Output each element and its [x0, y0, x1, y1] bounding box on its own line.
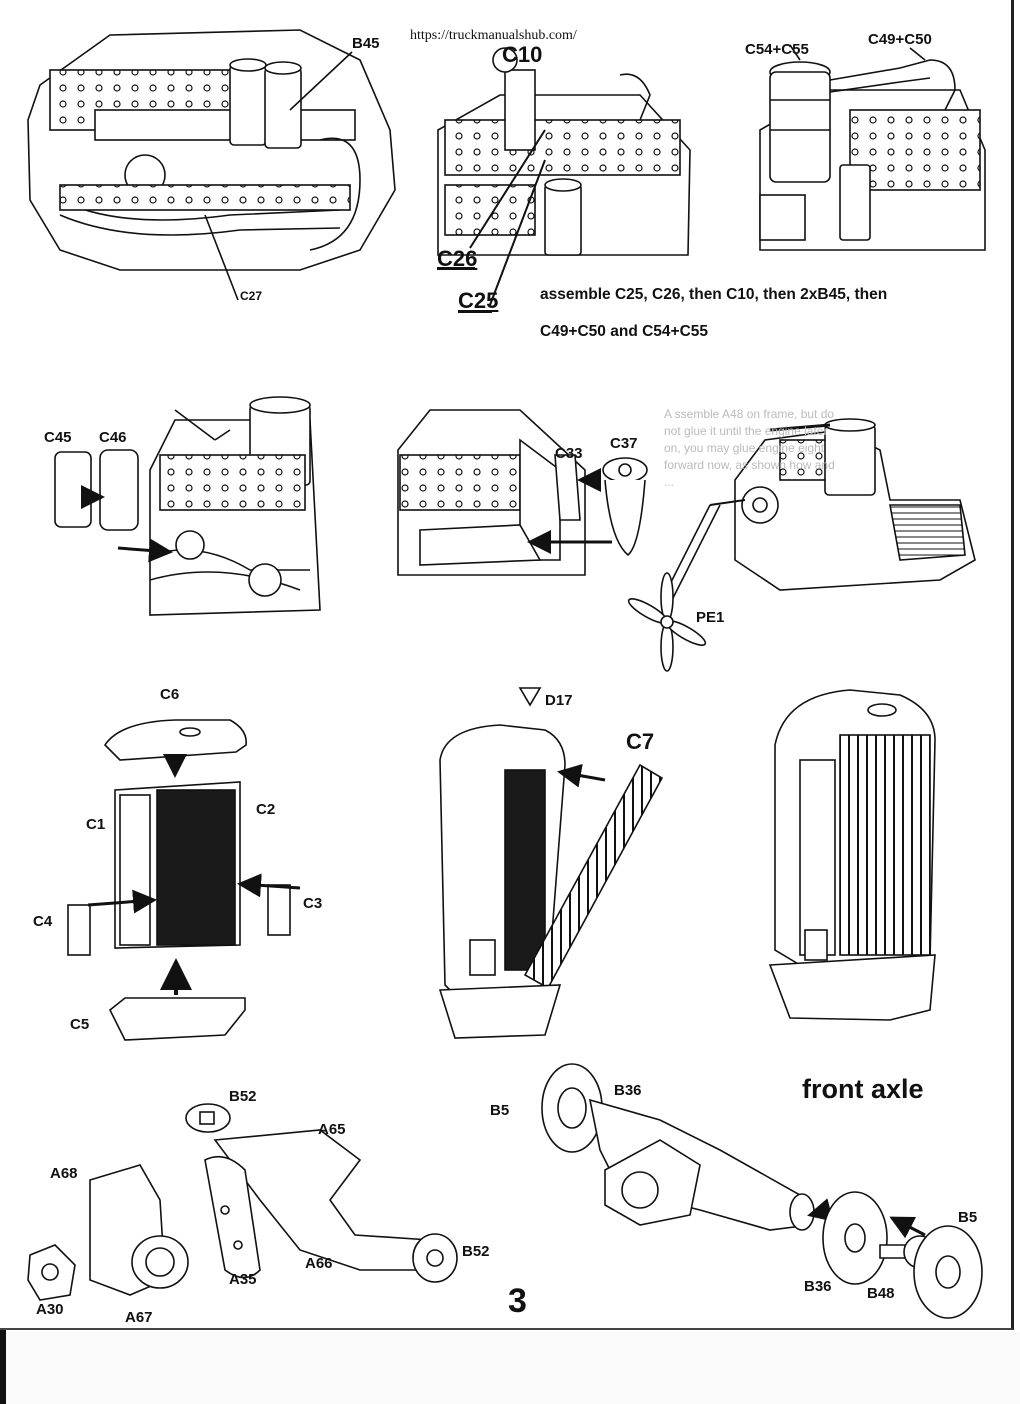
label-a66: A66 — [305, 1255, 333, 1272]
label-a68: A68 — [50, 1165, 78, 1182]
section-title-front-axle: front axle — [802, 1074, 924, 1104]
instruction-line-1: assemble C25, C26, then C10, then 2xB45,… — [540, 286, 888, 303]
label-a65: A65 — [318, 1121, 346, 1138]
radiator-assembled-drawing — [768, 689, 936, 1021]
label-c26: C26 — [437, 246, 478, 271]
label-c10: C10 — [502, 42, 543, 67]
label-c37: C37 — [610, 435, 638, 452]
label-b36-top: B36 — [614, 1082, 642, 1099]
label-c46: C46 — [99, 429, 127, 446]
radiator-exploded-drawing — [67, 719, 301, 1041]
label-c33: C33 — [555, 445, 583, 462]
label-c25: C25 — [458, 288, 499, 313]
label-d17: D17 — [545, 692, 573, 709]
label-a35: A35 — [229, 1271, 257, 1288]
label-c2: C2 — [256, 801, 276, 818]
rear-axle-drawing — [27, 1103, 458, 1301]
engine-mid-middle-drawing — [397, 409, 648, 576]
label-b52-bottom: B52 — [462, 1243, 490, 1260]
label-c3: C3 — [303, 895, 323, 912]
label-c7: C7 — [626, 729, 655, 754]
instruction-line-2: C49+C50 and C54+C55 — [540, 323, 709, 340]
page-border — [0, 0, 1014, 1330]
label-a30: A30 — [36, 1301, 64, 1318]
engine-mid-left-drawing — [54, 396, 321, 616]
scan-edge — [0, 1330, 6, 1404]
front-axle-drawing — [541, 1063, 983, 1319]
label-pe1: PE1 — [696, 609, 725, 626]
engine-top-middle-drawing — [437, 47, 691, 313]
label-b5-right: B5 — [958, 1209, 978, 1226]
label-c6: C6 — [160, 686, 180, 703]
label-b45: B45 — [352, 35, 380, 52]
label-c45: C45 — [44, 429, 72, 446]
label-b48: B48 — [867, 1285, 895, 1302]
label-c27: C27 — [240, 289, 263, 303]
engine-top-right-drawing — [759, 44, 986, 251]
bleed-through-text: A ssemble A48 on frame, but do not glue … — [664, 407, 835, 489]
label-c54-c55: C54+C55 — [745, 41, 809, 58]
label-a67: A67 — [125, 1309, 153, 1326]
scan-margin — [0, 1332, 1020, 1404]
page-number: 3 — [508, 1282, 527, 1320]
label-b5-left: B5 — [490, 1102, 510, 1119]
source-url[interactable]: https://truckmanualshub.com/ — [410, 28, 577, 43]
engine-top-left-drawing — [27, 29, 396, 301]
label-c1: C1 — [86, 816, 106, 833]
label-c4: C4 — [33, 913, 53, 930]
radiator-c7-drawing — [438, 687, 664, 1039]
label-b52-top: B52 — [229, 1088, 257, 1105]
engine-mid-right-drawing — [627, 418, 976, 672]
label-c5: C5 — [70, 1016, 90, 1033]
label-b36-bottom: B36 — [804, 1278, 832, 1295]
label-c49-c50: C49+C50 — [868, 31, 932, 48]
